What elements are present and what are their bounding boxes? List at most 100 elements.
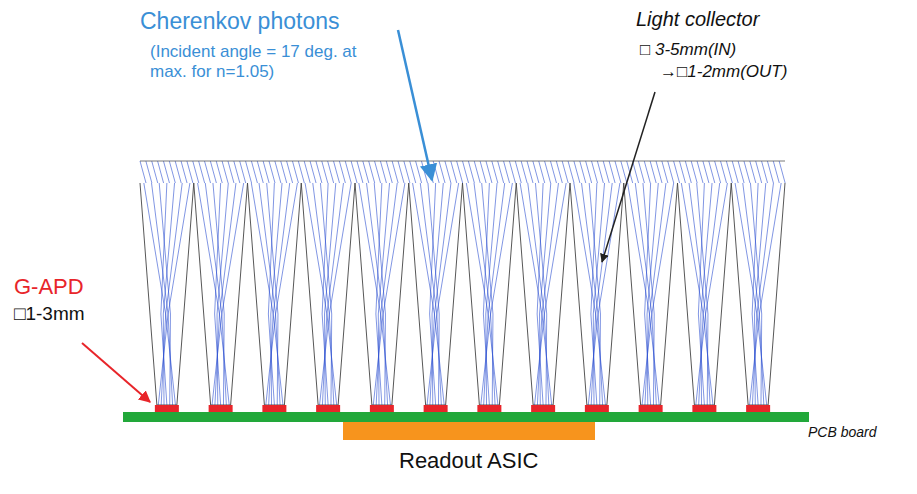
photon-ray <box>287 161 293 183</box>
photon-ray <box>193 161 199 183</box>
photon-ray <box>650 161 656 183</box>
photon-ray <box>398 161 404 183</box>
photon-ray <box>691 161 697 183</box>
photon-ray <box>701 183 712 405</box>
photon-ray <box>378 183 389 405</box>
photon-ray <box>432 183 443 405</box>
photon-ray <box>679 161 685 183</box>
photon-ray <box>240 161 246 183</box>
photon-ray <box>773 161 779 183</box>
photon-ray <box>668 161 674 183</box>
photon-ray <box>644 161 650 183</box>
photon-ray <box>357 161 363 183</box>
photon-ray <box>163 183 174 405</box>
photon-ray <box>755 183 766 405</box>
photon-ray <box>574 161 580 183</box>
g-apd <box>370 405 394 412</box>
photon-ray <box>334 161 340 183</box>
photon-label: Cherenkov photons <box>140 8 339 34</box>
photon-ray <box>380 161 386 183</box>
photon-ray <box>527 161 533 183</box>
light-collector <box>409 183 463 405</box>
photon-ray <box>152 161 158 183</box>
photon-ray <box>205 161 211 183</box>
photon-ray <box>674 161 680 183</box>
photon-ray <box>234 161 240 183</box>
photon-ray <box>586 161 592 183</box>
photon-ray <box>545 161 551 183</box>
photon-ray <box>246 161 252 183</box>
photon-ray <box>521 161 527 183</box>
photon-ray <box>593 183 604 405</box>
photon-ray <box>609 161 615 183</box>
light-collector <box>731 183 785 405</box>
photon-ray <box>504 161 510 183</box>
photon-ray <box>539 161 545 183</box>
g-apd <box>585 405 609 412</box>
photon-ray <box>492 161 498 183</box>
photon-ray <box>169 161 175 183</box>
photon-ray <box>597 161 603 183</box>
photon-ray <box>222 161 228 183</box>
photon-ray <box>416 161 422 183</box>
pcb-board <box>123 412 809 422</box>
photon-ray <box>615 161 621 183</box>
photon-ray <box>217 183 228 405</box>
light-collector <box>248 183 302 405</box>
g-apd <box>316 405 340 412</box>
photon-ray <box>621 161 627 183</box>
g-apd <box>639 405 663 412</box>
photon-ray <box>158 161 164 183</box>
photon-ray <box>351 161 357 183</box>
photon-ray <box>257 161 263 183</box>
photon-ray <box>756 161 762 183</box>
photon-ray <box>550 161 556 183</box>
light-collector <box>624 183 678 405</box>
light-collector <box>678 183 732 405</box>
g-apd <box>692 405 716 412</box>
photon-ray <box>726 161 732 183</box>
photon-ray <box>498 161 504 183</box>
photon-ray <box>486 161 492 183</box>
photon-ray <box>363 161 369 183</box>
photon-ray <box>316 161 322 183</box>
photon-ray <box>304 161 310 183</box>
photon-ray <box>271 183 282 405</box>
photon-ray <box>322 161 328 183</box>
photon-ray <box>656 161 662 183</box>
angle-note: (Incident angle = 17 deg. at max. for n=… <box>150 42 380 81</box>
photon-ray <box>750 161 756 183</box>
g-apd <box>155 405 179 412</box>
photon-ray <box>269 161 275 183</box>
dimension: →□1-2mm(OUT) <box>660 62 787 82</box>
photon-ray <box>292 161 298 183</box>
g-apd <box>262 405 286 412</box>
photon-ray <box>175 161 181 183</box>
photon-ray <box>181 161 187 183</box>
photon-ray <box>210 161 216 183</box>
photon-ray <box>515 161 521 183</box>
photon-ray <box>533 161 539 183</box>
photon-ray <box>744 161 750 183</box>
photon-ray <box>404 161 410 183</box>
photon-ray <box>439 161 445 183</box>
photon-ray <box>556 161 562 183</box>
photon-ray <box>263 161 269 183</box>
photon-ray <box>738 161 744 183</box>
photon-ray <box>603 161 609 183</box>
photon-ray <box>647 183 658 405</box>
photon-ray <box>392 161 398 183</box>
photon-ray <box>298 161 304 183</box>
photon-ray <box>762 161 768 183</box>
photon-ray <box>697 161 703 183</box>
photon-ray <box>445 161 451 183</box>
photon-ray <box>721 161 727 183</box>
photon-ray <box>767 161 773 183</box>
photon-ray <box>140 161 146 183</box>
photon-ray <box>410 161 416 183</box>
photon-ray <box>339 161 345 183</box>
leader-line <box>82 343 150 402</box>
photon-ray <box>451 161 457 183</box>
g-apd <box>531 405 555 412</box>
leader-line <box>602 92 655 262</box>
